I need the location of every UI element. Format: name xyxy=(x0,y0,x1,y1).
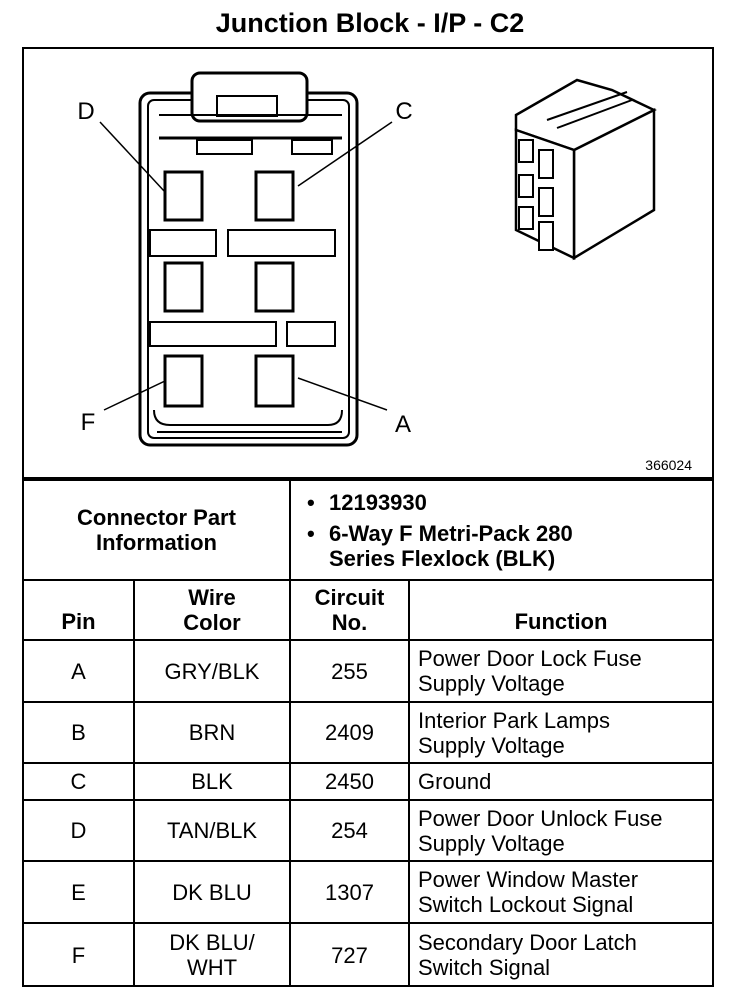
cavity-c xyxy=(254,170,295,222)
pin-cell: E xyxy=(24,860,135,924)
wire-color-cell: GRY/BLK xyxy=(133,639,291,703)
callout-c: C xyxy=(395,98,412,125)
table-row: F DK BLU/ WHT 727 Secondary Door Latch S… xyxy=(24,922,712,986)
circuit-cell: 1307 xyxy=(289,860,410,924)
header-circuit: Circuit No. xyxy=(289,579,410,641)
function-cell: Ground xyxy=(408,762,712,801)
table-row: A GRY/BLK 255 Power Door Lock Fuse Suppl… xyxy=(24,639,712,703)
function-cell: Power Window Master Switch Lockout Signa… xyxy=(408,860,712,924)
circuit-cell: 255 xyxy=(289,639,410,703)
connector-info-row: Connector Part Information 12193930 6-Wa… xyxy=(24,479,712,581)
page-title: Junction Block - I/P - C2 xyxy=(215,8,525,38)
table-row: B BRN 2409 Interior Park Lamps Supply Vo… xyxy=(24,701,712,764)
cavity-f xyxy=(163,354,204,408)
header-wire-color: Wire Color xyxy=(133,579,291,641)
callout-f: F xyxy=(81,409,96,436)
circuit-cell: 2450 xyxy=(289,762,410,801)
function-cell: Interior Park Lamps Supply Voltage xyxy=(408,701,712,764)
pin-cell: A xyxy=(24,639,135,703)
connector-info-label: Connector Part Information xyxy=(24,479,291,581)
callout-d: D xyxy=(77,98,94,125)
pinout-table: Connector Part Information 12193930 6-Wa… xyxy=(24,479,712,986)
function-cell: Power Door Lock Fuse Supply Voltage xyxy=(408,639,712,703)
function-cell: Power Door Unlock Fuse Supply Voltage xyxy=(408,799,712,862)
function-cell: Secondary Door Latch Switch Signal xyxy=(408,922,712,986)
table-row: E DK BLU 1307 Power Window Master Switch… xyxy=(24,860,712,924)
circuit-cell: 2409 xyxy=(289,701,410,764)
part-number: 12193930 xyxy=(307,490,704,515)
pin-cell: B xyxy=(24,701,135,764)
figure-id: 366024 xyxy=(645,457,692,473)
connector-3d-view xyxy=(514,78,657,261)
cavity-d xyxy=(163,170,204,222)
cavity-a xyxy=(254,354,295,408)
table-row: C BLK 2450 Ground xyxy=(24,762,712,801)
pin-cell: F xyxy=(24,922,135,986)
wire-color-cell: BRN xyxy=(133,701,291,764)
connector-diagram: D C F A 366024 xyxy=(24,49,712,479)
connector-sheet: D C F A 366024 Connector xyxy=(22,47,714,987)
table-header-row: Pin Wire Color Circuit No. Function xyxy=(24,579,712,641)
connector-face-view: D C F A xyxy=(77,71,657,447)
cavity-e xyxy=(163,261,204,313)
connector-info-list: 12193930 6-Way F Metri-Pack 280 Series F… xyxy=(299,490,704,571)
header-pin: Pin xyxy=(24,579,135,641)
table-row: D TAN/BLK 254 Power Door Unlock Fuse Sup… xyxy=(24,799,712,862)
header-function: Function xyxy=(408,579,712,641)
cavity-b xyxy=(254,261,295,313)
pin-cell: C xyxy=(24,762,135,801)
connector-description: 6-Way F Metri-Pack 280 Series Flexlock (… xyxy=(307,521,579,571)
circuit-cell: 254 xyxy=(289,799,410,862)
wire-color-cell: DK BLU/ WHT xyxy=(133,922,291,986)
callout-a: A xyxy=(395,411,411,438)
wire-color-cell: BLK xyxy=(133,762,291,801)
wire-color-cell: DK BLU xyxy=(133,860,291,924)
wire-color-cell: TAN/BLK xyxy=(133,799,291,862)
circuit-cell: 727 xyxy=(289,922,410,986)
pin-cell: D xyxy=(24,799,135,862)
